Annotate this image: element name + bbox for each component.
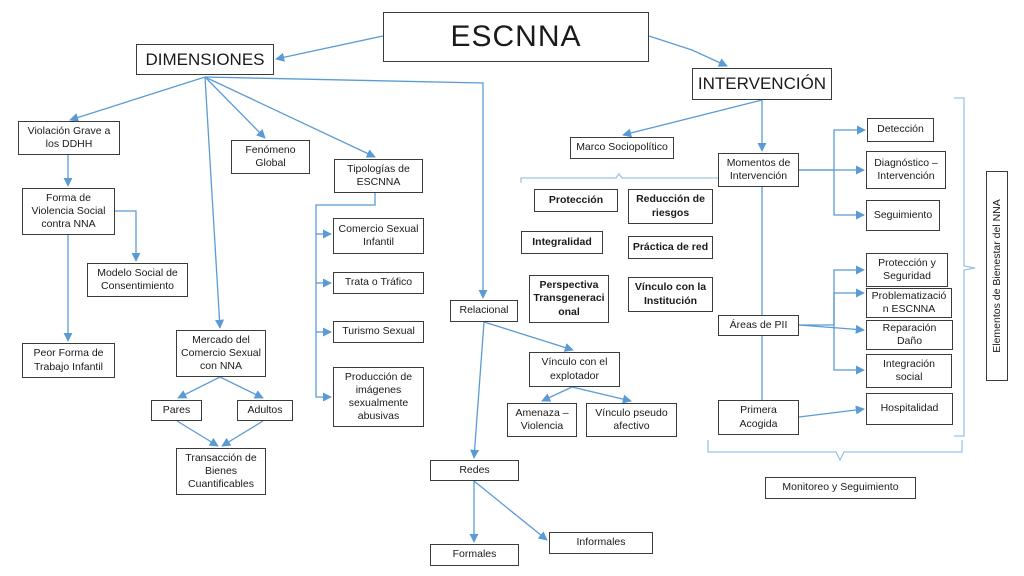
node-relacional: Relacional (450, 300, 518, 322)
node-informales: Informales (549, 532, 653, 554)
arrow-pares-transaccion (176, 420, 219, 447)
node-elementos-bienestar: Elementos de Bienestar del NNA (986, 171, 1008, 381)
node-vinculo-pseudo: Vínculo pseudo afectivo (586, 403, 677, 437)
node-pares: Pares (151, 400, 202, 421)
node-trata: Trata o Tráfico (333, 272, 424, 294)
node-violacion: Violación Grave a los DDHH (18, 121, 120, 155)
arrow-relacional-redes (470, 321, 485, 459)
node-areas: Áreas de PII (718, 315, 799, 336)
arrow-dim-tipologias (204, 76, 376, 158)
node-hospitalidad: Hospitalidad (866, 393, 953, 425)
node-tipologias: Tipologías de ESCNNA (334, 159, 423, 193)
node-problematizacion: Problematizació n ESCNNA (866, 288, 952, 318)
node-dimensiones: DIMENSIONES (136, 44, 274, 75)
arrow-mercado-adultos (219, 376, 264, 399)
node-intervencion: INTERVENCIÓN (692, 68, 832, 100)
arrow-mercado-pares (177, 376, 221, 399)
node-monitoreo: Monitoreo y Seguimiento (765, 477, 916, 499)
node-formales: Formales (430, 544, 519, 566)
arrow-tipologias-produccion (315, 193, 376, 402)
node-momentos: Momentos de Intervención (718, 153, 799, 187)
arrow-redes-informales (473, 480, 548, 541)
node-peor-forma: Peor Forma de Trabajo Infantil (22, 343, 115, 378)
node-vinculo-explotador: Vínculo con el explotador (529, 352, 620, 387)
node-proteccion: Protección (534, 189, 618, 212)
arrow-adultos-transaccion (221, 420, 264, 447)
arrow-forma-modelo (115, 210, 141, 262)
node-escnna: ESCNNA (383, 12, 649, 62)
arrow-areas-reparacion (798, 324, 865, 334)
node-produccion: Producción de imágenes sexualmente abusi… (333, 367, 424, 427)
node-integracion: Integración social (866, 354, 952, 388)
bracket-monitoreo (707, 440, 963, 462)
arrow-relacional-vinculo (483, 321, 574, 352)
node-reduccion: Reducción de riesgos (628, 189, 713, 224)
node-practica-red: Práctica de red (628, 236, 713, 259)
arrow-dim-relacional (204, 76, 488, 299)
node-seguimiento: Seguimiento (866, 200, 940, 231)
node-proteccion-seguridad: Protección y Seguridad (866, 253, 948, 287)
arrow-momentos-seguimiento (833, 170, 865, 220)
arrow-dim-mercado (204, 76, 225, 329)
bracket-marco (520, 172, 723, 183)
arrow-int-marco (622, 99, 763, 138)
arrow-areas-integracion (833, 325, 865, 375)
node-diagnostico: Diagnóstico – Intervención (866, 151, 946, 189)
arrow-acogida-hospitalidad (798, 405, 865, 418)
node-amenaza: Amenaza – Violencia (507, 403, 577, 437)
node-turismo: Turismo Sexual (333, 321, 424, 343)
node-marco: Marco Sociopolítico (570, 137, 674, 159)
node-forma-violencia: Forma de Violencia Social contra NNA (22, 188, 115, 235)
arrow-dim-fenomeno (204, 76, 266, 139)
bracket-elementos (954, 97, 976, 437)
arrow-vinculo-pseudo (571, 386, 632, 404)
node-perspectiva: Perspectiva Transgeneraci onal (529, 275, 609, 323)
node-deteccion: Detección (867, 118, 934, 142)
arrow-escnna-dimensiones (275, 35, 384, 62)
node-mercado: Mercado del Comercio Sexual con NNA (176, 330, 266, 377)
node-redes: Redes (430, 460, 519, 481)
node-reparacion: Reparación Daño (866, 320, 953, 350)
arrow-areas-problematizacion (833, 288, 865, 325)
arrow-dim-violacion (69, 76, 206, 122)
arrow-escnna-intervencion (648, 35, 728, 67)
node-adultos: Adultos (237, 400, 293, 421)
node-integralidad: Integralidad (521, 231, 603, 254)
node-primera-acogida: Primera Acogida (718, 400, 799, 435)
elementos-label: Elementos de Bienestar del NNA (991, 199, 1003, 353)
node-comercio-infantil: Comercio Sexual Infantil (333, 218, 424, 254)
node-fenomeno: Fenómeno Global (231, 140, 310, 174)
arrow-areas-proteccion (799, 265, 865, 326)
node-vinculo-institucion: Vínculo con la Institución (628, 277, 713, 312)
node-transaccion: Transacción de Bienes Cuantificables (176, 448, 266, 495)
node-modelo-social: Modelo Social de Consentimiento (87, 263, 188, 297)
arrow-vinculo-amenaza (541, 386, 573, 402)
arrow-momentos-deteccion (799, 125, 866, 171)
